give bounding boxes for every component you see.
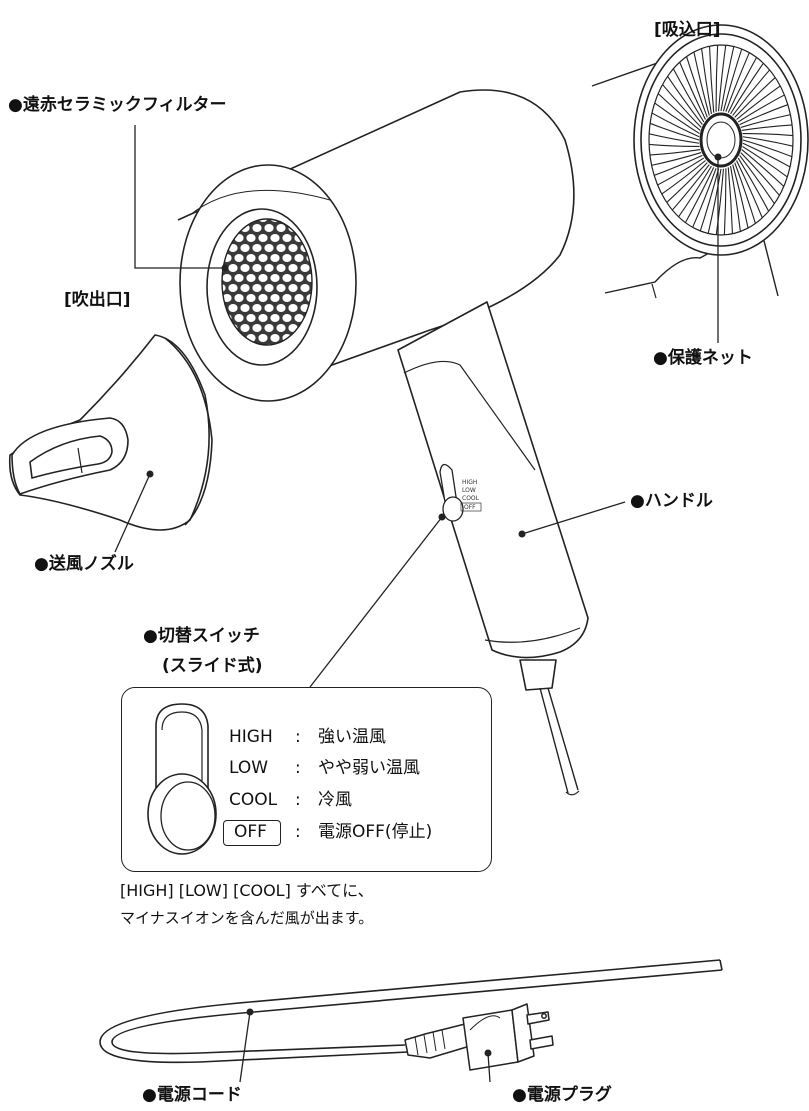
mode-high-desc: 強い温風 <box>318 727 386 747</box>
air-nozzle-label: ●送風ノズル <box>34 554 134 574</box>
mode-cool-sep: : <box>295 790 301 810</box>
air-nozzle <box>8 334 213 531</box>
handle-label: ●ハンドル <box>630 491 713 511</box>
protective-net-label: ●保護ネット <box>653 348 753 368</box>
leader-lines <box>114 125 719 1083</box>
mode-low-desc: やや弱い温風 <box>318 758 420 778</box>
leader-dots <box>146 153 722 1057</box>
slide-switch-icon <box>147 703 217 855</box>
mode-cool-desc: 冷風 <box>318 790 352 810</box>
off-indicator-box <box>223 820 281 846</box>
mode-high-name: HIGH <box>229 727 273 747</box>
engraving-cool: COOL <box>462 495 480 502</box>
power-cord <box>99 959 723 1064</box>
mode-low-name: LOW <box>229 758 269 778</box>
engraving-low: LOW <box>462 487 476 494</box>
mode-off-desc: 電源OFF(停止) <box>318 822 433 842</box>
intake-bracket-label: [吸込口] <box>654 20 721 40</box>
engraving-off: OFF <box>464 504 476 511</box>
ion-note-line2: マイナスイオンを含んだ風が出ます。 <box>120 909 374 927</box>
power-cord-label: ●電源コード <box>142 1085 242 1105</box>
switch-label: ●切替スイッチ <box>143 626 260 646</box>
mode-high-sep: : <box>295 727 301 747</box>
engraving-high: HIGH <box>462 479 477 486</box>
switch-type-label: (スライド式) <box>162 656 263 676</box>
mode-off-name: OFF <box>234 822 267 842</box>
power-plug <box>404 1003 554 1071</box>
slide-switch-on-handle <box>439 463 464 522</box>
mode-low-sep: : <box>295 758 301 778</box>
intake-rear-view <box>591 24 809 299</box>
ceramic-filter-label: ●遠赤セラミックフィルター <box>8 95 227 115</box>
mode-off-sep: : <box>295 822 301 842</box>
power-plug-label: ●電源プラグ <box>512 1085 612 1105</box>
switch-engraving: HIGH LOW COOL OFF <box>460 479 482 512</box>
ion-note-line1: [HIGH] [LOW] [COOL] すべてに、 <box>120 881 374 900</box>
mode-cool-name: COOL <box>229 790 278 810</box>
outlet-bracket-label: [吹出口] <box>64 290 131 310</box>
protective-net <box>649 45 793 235</box>
switch-mode-panel: HIGH : 強い温風 LOW : やや弱い温風 COOL : 冷風 OFF :… <box>121 687 492 872</box>
